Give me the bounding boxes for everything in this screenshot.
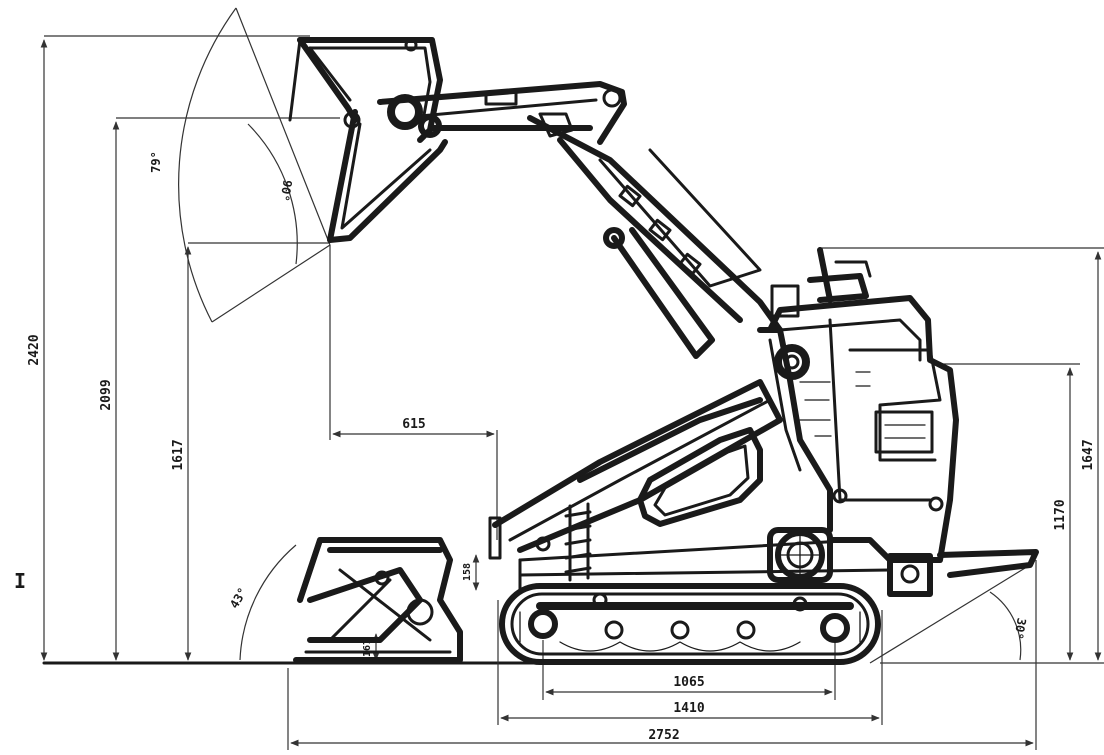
dim-dump-height: 1617 bbox=[171, 242, 330, 661]
dim-dump-height-label: 1617 bbox=[171, 439, 186, 470]
lift-arm-lowered bbox=[488, 379, 783, 582]
angle-upper-a: 79° bbox=[149, 7, 331, 323]
dim-bucket-lip-label: 167 bbox=[362, 639, 373, 657]
angle-upper-a-label: 79° bbox=[149, 151, 163, 173]
dim-overall-height: 2420 bbox=[27, 35, 310, 661]
angle-rollback-label: 43° bbox=[227, 585, 250, 611]
dim-overall-length: 2752 bbox=[287, 560, 1037, 750]
dim-track-length-label: 1410 bbox=[673, 701, 704, 716]
crawler-track bbox=[499, 583, 881, 665]
angle-upper-b-label: 90° bbox=[277, 179, 295, 203]
dim-frame-clearance: 158 bbox=[462, 554, 480, 591]
dim-track-length: 1410 bbox=[497, 600, 883, 725]
angle-departure-label: 30° bbox=[1011, 617, 1029, 641]
dim-machine-height: 1647 bbox=[820, 247, 1104, 661]
dim-overall-length-label: 2752 bbox=[648, 728, 679, 743]
dim-frame-clearance-label: 158 bbox=[462, 563, 473, 581]
side-mark: I bbox=[14, 569, 26, 593]
dim-track-ground: 1065 bbox=[542, 640, 836, 700]
dim-bucket-height-label: 2099 bbox=[99, 379, 114, 410]
lift-arm-raised bbox=[377, 81, 783, 359]
dim-overall-height-label: 2420 bbox=[27, 334, 42, 365]
angle-upper-b: 90° bbox=[247, 123, 298, 265]
ground-bucket bbox=[293, 537, 463, 663]
dim-pivot-height-label: 1170 bbox=[1053, 499, 1068, 530]
dim-bucket-height: 2099 bbox=[99, 117, 340, 661]
dim-dump-reach: 615 bbox=[329, 245, 498, 540]
dim-track-ground-label: 1065 bbox=[673, 675, 704, 690]
dim-pivot-height: 1170 bbox=[940, 363, 1080, 661]
machine-body bbox=[518, 247, 1039, 597]
angle-departure: 30° bbox=[869, 564, 1031, 664]
raised-bucket bbox=[297, 37, 448, 243]
raised-bucket-ghost bbox=[288, 38, 302, 122]
dim-machine-height-label: 1647 bbox=[1081, 439, 1096, 470]
dim-dump-reach-label: 615 bbox=[402, 417, 425, 432]
angle-rollback: 43° bbox=[227, 544, 297, 661]
